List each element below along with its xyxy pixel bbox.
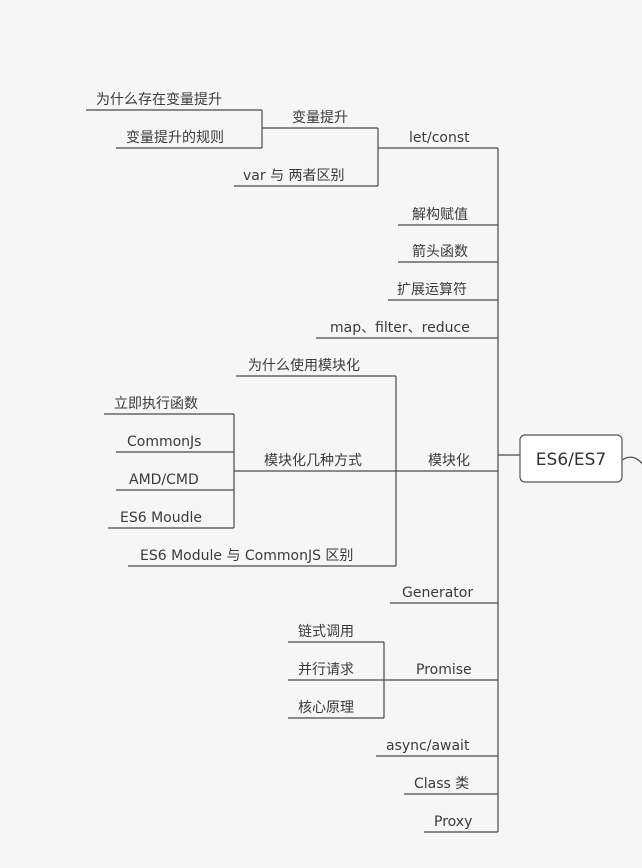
node-chaining[interactable]: 链式调用: [298, 624, 354, 640]
node-core-principle[interactable]: 核心原理: [298, 700, 354, 716]
node-amd-cmd[interactable]: AMD/CMD: [129, 472, 199, 488]
node-spread-operator[interactable]: 扩展运算符: [397, 282, 467, 298]
node-proxy[interactable]: Proxy: [434, 814, 472, 830]
node-map-filter-reduce[interactable]: map、filter、reduce: [330, 320, 470, 336]
node-modularization[interactable]: 模块化: [428, 453, 470, 469]
node-why-hoisting[interactable]: 为什么存在变量提升: [96, 92, 222, 108]
node-hoisting-rules[interactable]: 变量提升的规则: [126, 130, 224, 146]
node-arrow-functions[interactable]: 箭头函数: [412, 243, 468, 260]
node-iife[interactable]: 立即执行函数: [114, 396, 198, 412]
node-class[interactable]: Class 类: [414, 776, 469, 792]
node-async-await[interactable]: async/await: [386, 738, 470, 754]
node-module-vs-commonjs[interactable]: ES6 Module 与 CommonJS 区别: [140, 548, 353, 564]
node-commonjs[interactable]: CommonJs: [127, 434, 201, 450]
node-let-const[interactable]: let/const: [409, 130, 470, 146]
node-why-modules[interactable]: 为什么使用模块化: [248, 357, 360, 374]
node-hoisting[interactable]: 变量提升: [292, 110, 348, 126]
root-right-curve: [621, 456, 642, 465]
root-box: [519, 434, 623, 483]
node-destructuring[interactable]: 解构赋值: [412, 207, 468, 223]
root-label: ES6/ES7: [536, 450, 606, 470]
node-generator[interactable]: Generator: [402, 585, 473, 601]
root-node[interactable]: ES6/ES7: [519, 434, 623, 483]
node-es6-moudle[interactable]: ES6 Moudle: [120, 510, 202, 526]
node-labels: let/const 变量提升 为什么存在变量提升 变量提升的规则 var 与 两…: [96, 92, 473, 830]
connectors: [86, 109, 642, 833]
node-promise[interactable]: Promise: [416, 662, 472, 678]
node-module-ways[interactable]: 模块化几种方式: [264, 453, 362, 469]
node-var-diff[interactable]: var 与 两者区别: [243, 168, 345, 184]
node-parallel[interactable]: 并行请求: [298, 662, 354, 678]
